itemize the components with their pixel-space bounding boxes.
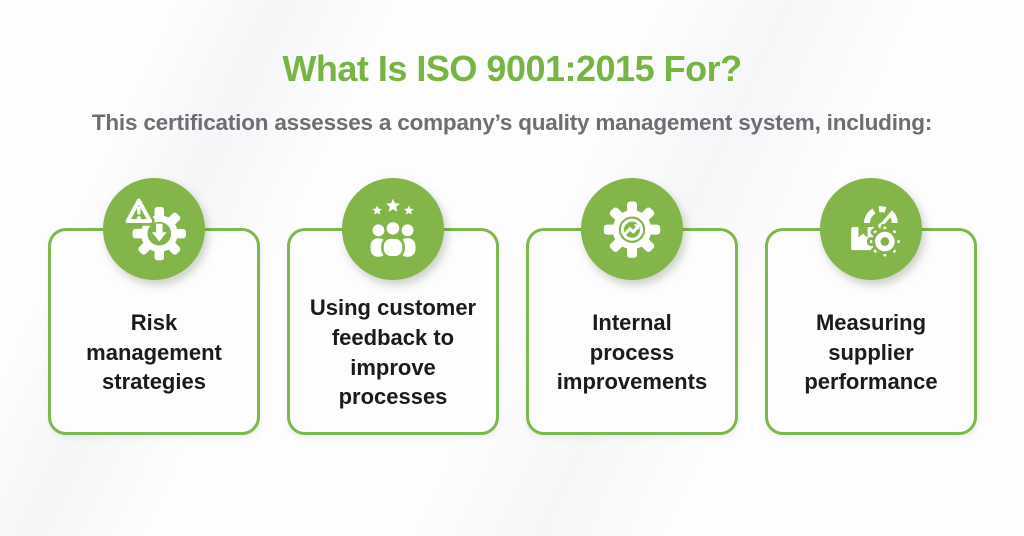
card-label: Measuring supplier performance bbox=[804, 309, 938, 395]
card-label: Internal process improvements bbox=[556, 309, 708, 395]
cards-row: Risk management strategies bbox=[48, 178, 977, 435]
risk-icon-badge bbox=[103, 178, 205, 280]
customer-icon-badge bbox=[342, 178, 444, 280]
package-gauge-gear-icon bbox=[851, 206, 903, 260]
gear-growth-arrow-icon bbox=[603, 201, 661, 258]
card-label: Using customer feedback to improve proce… bbox=[309, 294, 477, 410]
warning-gear-arrow-icon bbox=[122, 196, 187, 261]
card-label: Risk management strategies bbox=[86, 309, 222, 395]
card-customer-feedback: Using customer feedback to improve proce… bbox=[287, 178, 499, 435]
card-supplier-performance: Measuring supplier performance bbox=[765, 178, 977, 435]
page-title: What Is ISO 9001:2015 For? bbox=[282, 48, 742, 89]
process-icon-badge bbox=[581, 178, 683, 280]
supplier-icon-badge bbox=[820, 178, 922, 280]
card-risk-management: Risk management strategies bbox=[48, 178, 260, 435]
customers-rating-stars-icon bbox=[370, 198, 416, 259]
page-subtitle: This certification assesses a company’s … bbox=[91, 110, 933, 135]
card-internal-process: Internal process improvements bbox=[526, 178, 738, 435]
